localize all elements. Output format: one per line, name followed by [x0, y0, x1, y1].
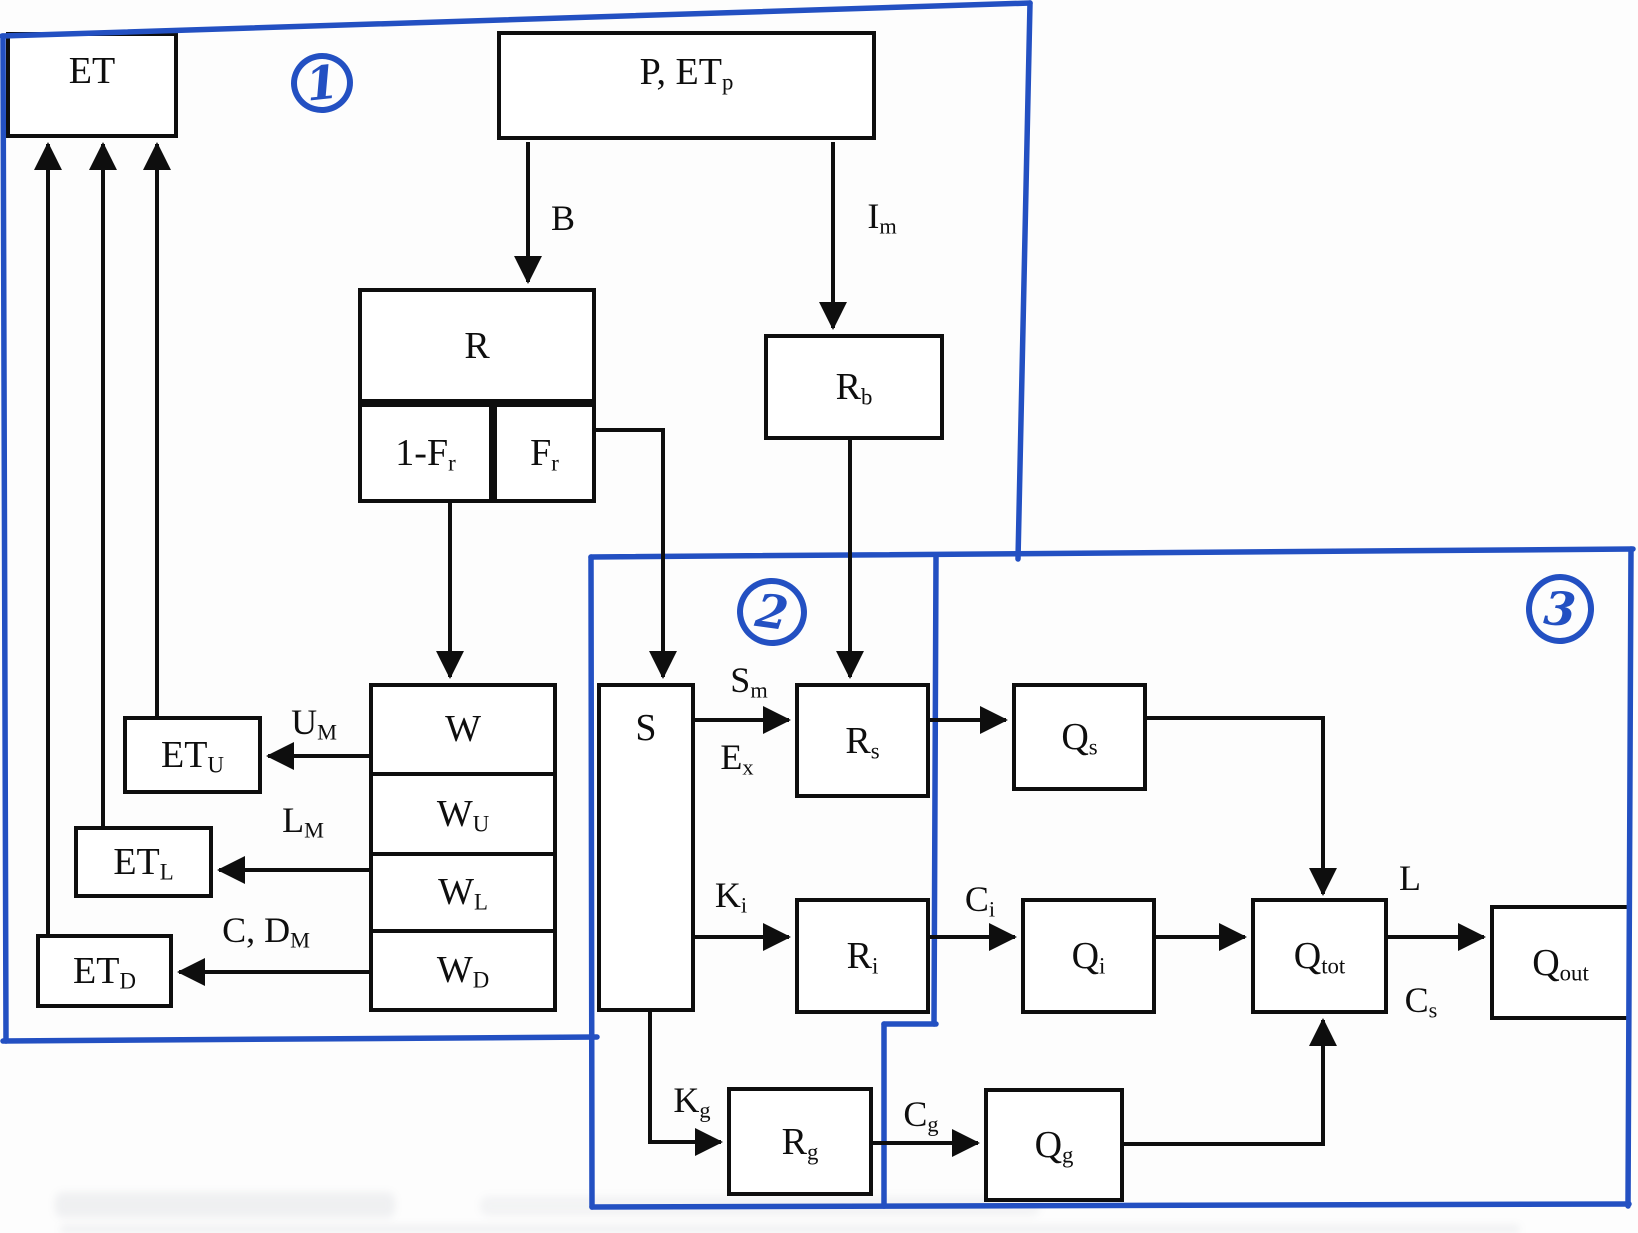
- box-qout-label: Qout: [1532, 941, 1589, 986]
- box-fr-label: Fr: [530, 432, 559, 476]
- arrow-qs-to-qtot: [1147, 716, 1337, 896]
- region3-number: 3: [1542, 580, 1578, 638]
- box-runoff-r: R: [358, 288, 596, 403]
- label-c-dm: C, DM: [222, 910, 310, 953]
- label-cs: Cs: [1404, 980, 1438, 1023]
- box-free-water-s: S: [597, 683, 695, 1012]
- box-s-label: S: [635, 707, 657, 749]
- box-rs: Rs: [795, 683, 930, 798]
- region1-bottom-edge: [0, 1034, 600, 1044]
- box-qtot: Qtot: [1251, 898, 1388, 1014]
- box-rg: Rg: [727, 1087, 873, 1196]
- box-qtot-label: Qtot: [1293, 935, 1346, 979]
- box-qout: Qout: [1490, 905, 1631, 1020]
- label-lm: LM: [282, 800, 324, 843]
- compartment-wl: WL: [373, 851, 553, 929]
- region3-right-edge: [1625, 546, 1634, 1209]
- compartment-w: W: [373, 687, 553, 772]
- label-im: Im: [867, 196, 897, 239]
- box-rb: Rb: [764, 334, 944, 440]
- box-one-minus-fr-label: 1-Fr: [395, 432, 456, 476]
- compartment-wu: WU: [373, 771, 553, 852]
- box-w-storage-stack: W WU WL WD: [369, 683, 557, 1012]
- region3-number-badge: 3: [1523, 571, 1597, 647]
- box-qs: Qs: [1012, 683, 1147, 791]
- label-ki: Ki: [714, 875, 748, 918]
- box-rb-label: Rb: [835, 366, 873, 410]
- bleedthrough-text-3: [60, 1225, 1520, 1233]
- box-wu-label: WU: [436, 792, 490, 837]
- box-qi-label: Qi: [1071, 935, 1106, 979]
- bleedthrough-text-2: [480, 1196, 1040, 1216]
- box-qg: Qg: [984, 1088, 1124, 1202]
- region2-number: 2: [752, 583, 792, 641]
- region2-left-edge: [588, 554, 595, 1210]
- region1-number: 1: [303, 54, 341, 112]
- box-p-etp-label: P, ETp: [639, 51, 734, 95]
- region2-number-badge: 2: [732, 573, 812, 651]
- box-rs-label: Rs: [845, 719, 880, 764]
- box-wl-label: WL: [438, 871, 488, 916]
- box-etu-label: ETU: [161, 734, 224, 778]
- box-fr: Fr: [493, 403, 596, 503]
- box-ri-label: Ri: [846, 935, 879, 979]
- region2-right-edge-upper: [931, 554, 939, 1027]
- label-b: B: [550, 198, 576, 238]
- label-um: UM: [291, 702, 337, 745]
- bleedthrough-text-1: [55, 1192, 395, 1218]
- box-qg-label: Qg: [1034, 1124, 1074, 1168]
- region2-region3-top-edge: [588, 546, 1636, 560]
- box-rg-label: Rg: [781, 1120, 819, 1165]
- box-one-minus-fr: 1-Fr: [358, 403, 493, 503]
- box-etd-label: ETD: [73, 950, 136, 994]
- region1-number-badge: 1: [288, 49, 356, 117]
- compartment-wd: WD: [373, 928, 553, 1008]
- label-ex: Ex: [720, 737, 754, 780]
- label-cg: Cg: [903, 1094, 939, 1137]
- label-kg: Kg: [673, 1080, 711, 1123]
- box-etu: ETU: [123, 716, 262, 794]
- label-ci: Ci: [964, 879, 996, 922]
- box-qi: Qi: [1021, 898, 1156, 1014]
- box-etl: ETL: [74, 826, 213, 898]
- box-et-label: ET: [68, 50, 116, 92]
- label-sm: Sm: [730, 660, 768, 703]
- box-w-label: W: [445, 708, 481, 751]
- box-precip-potential-et: P, ETp: [497, 31, 876, 140]
- box-ri: Ri: [795, 898, 930, 1014]
- box-qs-label: Qs: [1061, 716, 1098, 760]
- arrow-fr-to-s: [596, 428, 677, 679]
- arrow-qg-to-qtot: [1124, 1018, 1337, 1146]
- region1-right-edge: [1015, 0, 1033, 562]
- box-wd-label: WD: [436, 949, 490, 994]
- box-etl-label: ETL: [113, 841, 174, 885]
- box-r-label: R: [464, 324, 490, 367]
- box-etd: ETD: [36, 934, 173, 1008]
- label-l: L: [1399, 858, 1421, 898]
- region1-left-edge: [0, 33, 9, 1044]
- box-evapotranspiration: ET: [6, 32, 178, 138]
